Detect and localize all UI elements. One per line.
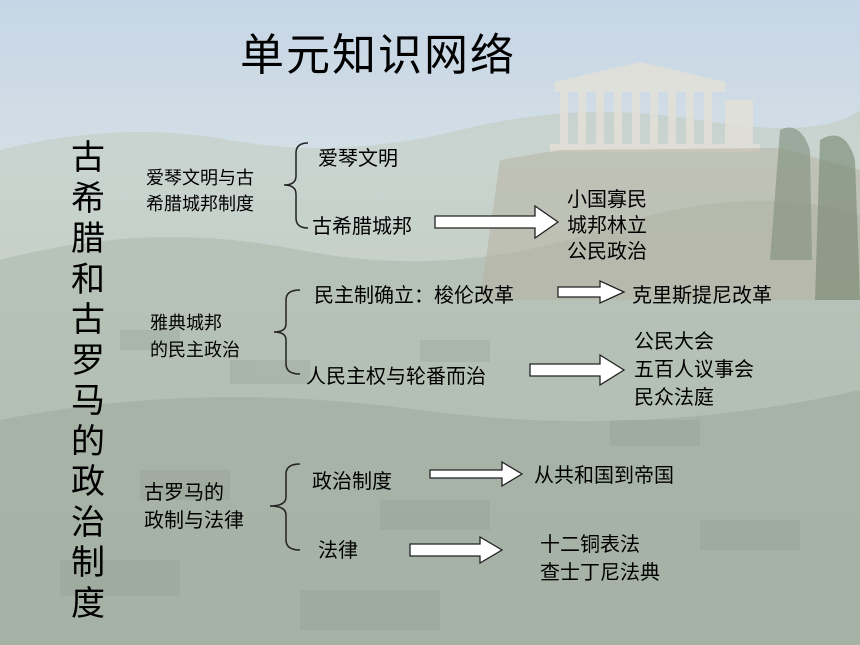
side-title-char: 腊 bbox=[71, 219, 105, 259]
side-title-char: 古 bbox=[71, 138, 105, 178]
item-solon-reform: 民主制确立：梭伦改革 bbox=[314, 283, 514, 307]
result-greek-city-state: 小国寡民 城邦林立 公民政治 bbox=[567, 187, 647, 263]
page-title: 单元知识网络 bbox=[240, 30, 516, 81]
result-roman-law: 十二铜表法 查士丁尼法典 bbox=[540, 532, 660, 584]
group-label-athens: 雅典城邦 的民主政治 bbox=[150, 313, 240, 361]
side-title-char: 和 bbox=[71, 259, 105, 300]
side-title-char: 马 bbox=[71, 381, 105, 421]
result-athenian-institutions: 公民大会 五百人议事会 民众法庭 bbox=[634, 329, 754, 409]
side-title-char: 的 bbox=[71, 421, 105, 462]
side-title-char: 治 bbox=[71, 502, 105, 543]
side-title-char: 制 bbox=[71, 543, 105, 583]
group-label-aegean: 爱琴文明与古 希腊城邦制度 bbox=[146, 168, 254, 215]
item-aegean-civilization: 爱琴文明 bbox=[318, 146, 398, 170]
side-title-char: 罗 bbox=[71, 340, 105, 381]
group-label-rome: 古罗马的 政制与法律 bbox=[144, 480, 244, 532]
item-popular-sovereignty: 人民主权与轮番而治 bbox=[306, 364, 486, 388]
item-law: 法律 bbox=[318, 538, 358, 562]
side-title-char: 度 bbox=[71, 583, 105, 624]
side-title-char: 政 bbox=[71, 462, 105, 502]
result-republic-to-empire: 从共和国到帝国 bbox=[534, 463, 674, 487]
item-political-system: 政治制度 bbox=[312, 469, 392, 493]
result-cleisthenes-reform: 克里斯提尼改革 bbox=[632, 283, 772, 307]
side-title-char: 希 bbox=[71, 178, 105, 219]
item-greek-city-state: 古希腊城邦 bbox=[312, 214, 412, 238]
side-title-char: 古 bbox=[71, 300, 105, 340]
side-title: 古 希 腊 和 古 罗 马 的 政 治 制 度 bbox=[68, 138, 108, 624]
